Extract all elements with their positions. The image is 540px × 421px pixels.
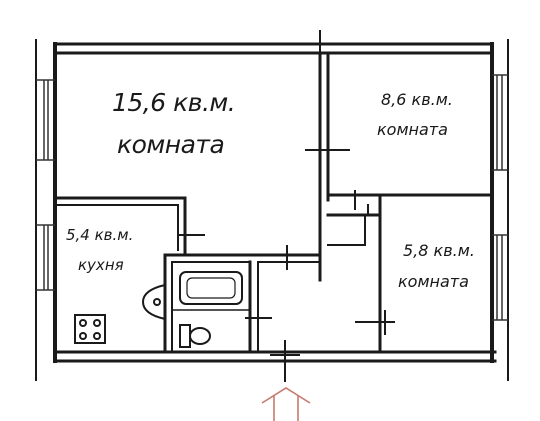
room-large-area: 15,6 кв.м.: [112, 88, 236, 117]
room-top-right-name: комната: [377, 120, 448, 139]
entrance-arrow-icon: [261, 387, 311, 421]
bathtub-icon: [179, 271, 243, 305]
stove-icon: [74, 314, 106, 344]
toilet-icon: [179, 324, 211, 348]
kitchen-name: кухня: [78, 256, 124, 274]
door-marks: [178, 30, 395, 382]
kitchen-area: 5,4 кв.м.: [66, 226, 134, 244]
room-bottom-right-area: 5,8 кв.м.: [403, 241, 475, 260]
room-bottom-right-name: комната: [398, 272, 469, 291]
room-large-name: комната: [117, 130, 225, 159]
room-top-right-area: 8,6 кв.м.: [381, 90, 453, 109]
windows: [36, 74, 508, 321]
sink-icon: [141, 283, 166, 321]
